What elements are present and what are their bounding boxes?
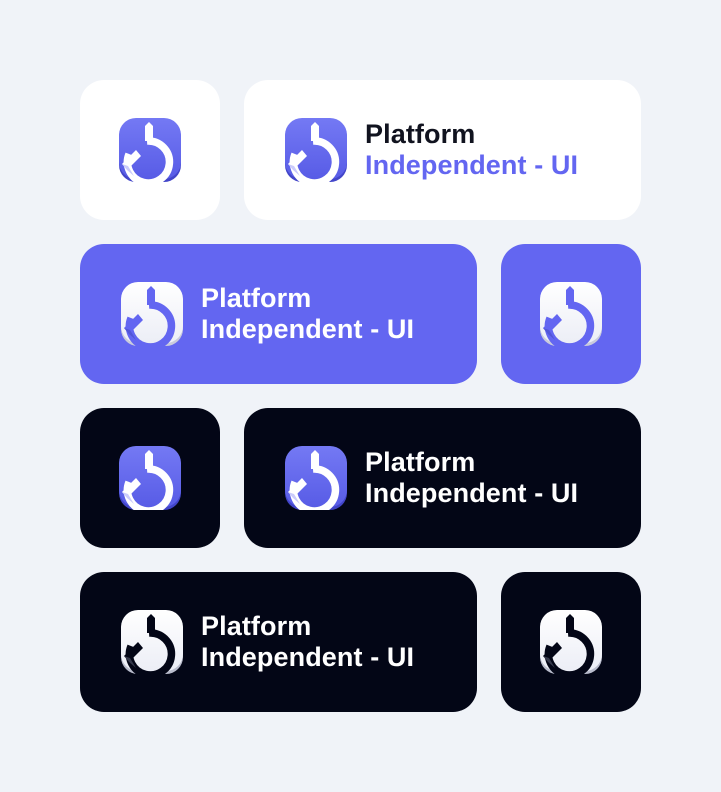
brand-wordmark: Platform Independent - UI <box>365 447 578 509</box>
brand-line-1: Platform <box>201 283 312 313</box>
logo-card-full-white: Platform Independent - UI <box>244 80 641 220</box>
brand-line-1: Platform <box>365 447 476 477</box>
logo-card-full-purple: Platform Independent - UI <box>80 244 477 384</box>
platform-independent-logo-icon <box>539 282 603 346</box>
logo-card-icon-white <box>80 80 220 220</box>
brand-wordmark: Platform Independent - UI <box>365 119 578 181</box>
brand-line-2: Independent - UI <box>201 314 415 344</box>
logo-card-full-dark-mono: Platform Independent - UI <box>80 572 477 712</box>
platform-independent-logo-icon <box>284 446 348 510</box>
brand-line-2: Independent - UI <box>365 478 579 508</box>
brand-wordmark: Platform Independent - UI <box>201 283 414 345</box>
brand-line-2: Independent - UI <box>365 150 579 180</box>
brand-line-1: Platform <box>201 611 312 641</box>
platform-independent-logo-icon <box>120 610 184 674</box>
platform-independent-logo-icon <box>118 118 182 182</box>
logo-card-icon-purple <box>501 244 641 384</box>
brand-line-1: Platform <box>365 119 476 149</box>
logo-card-icon-dark <box>80 408 220 548</box>
logo-card-full-dark: Platform Independent - UI <box>244 408 641 548</box>
platform-independent-logo-icon <box>118 446 182 510</box>
brand-wordmark: Platform Independent - UI <box>201 611 414 673</box>
platform-independent-logo-icon <box>120 282 184 346</box>
platform-independent-logo-icon <box>539 610 603 674</box>
brand-line-2: Independent - UI <box>201 642 415 672</box>
logo-card-icon-dark-mono <box>501 572 641 712</box>
platform-independent-logo-icon <box>284 118 348 182</box>
